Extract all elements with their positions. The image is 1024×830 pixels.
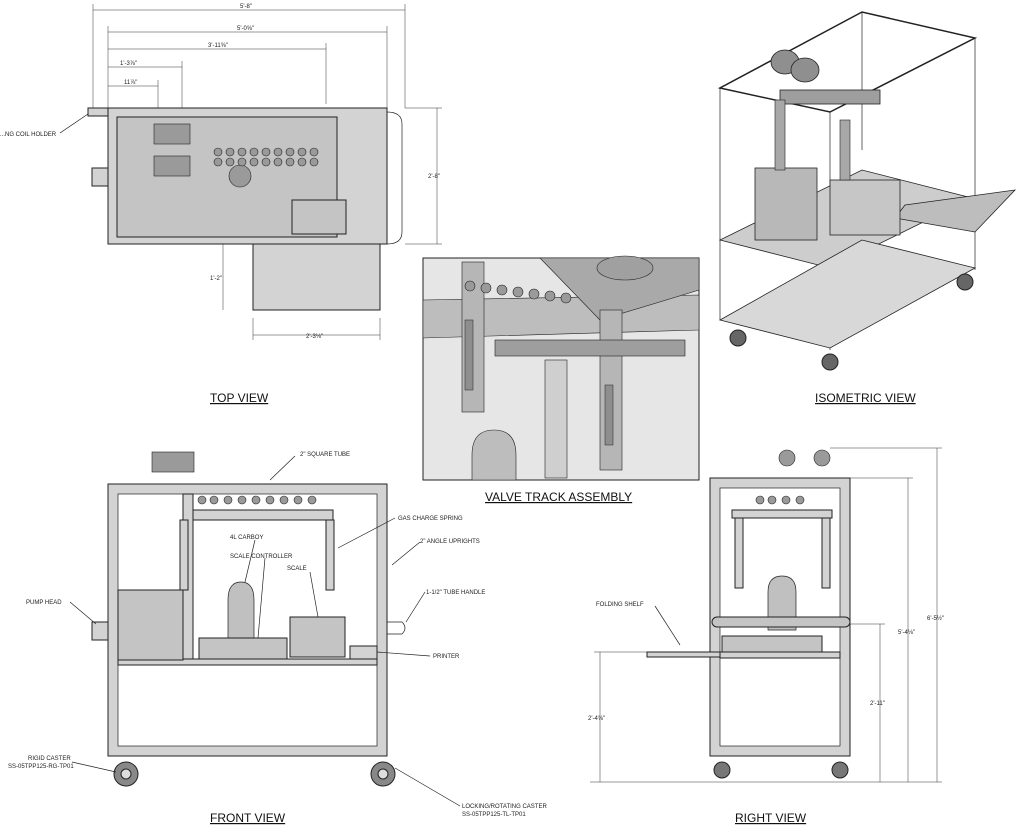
label-gas-spring: GAS CHARGE SPRING (398, 516, 463, 522)
top-pump-head (91, 167, 109, 187)
front-printer (349, 645, 378, 660)
label-coil-holder: ...NG COIL HOLDER (0, 132, 57, 138)
label-folding-shelf: FOLDING SHELF (596, 602, 644, 608)
label-tube-handle: 1-1/2" TUBE HANDLE (426, 590, 485, 596)
front-carboy (227, 581, 255, 639)
label-locking-caster-pn: SS-05TPP125-TL-TP01 (462, 812, 526, 818)
top-carboy (228, 164, 252, 188)
right-view: 6'-5½" 5'-4⅛" 2'-11" 2'-4⅝" FOLDING SHEL… (588, 447, 944, 825)
front-top-pump (151, 451, 195, 473)
front-valves (197, 495, 317, 505)
label-rigid-caster: RIGID CASTER (28, 756, 71, 762)
front-pump-box (117, 589, 184, 661)
dim-handle-height: 2'-11" (870, 701, 885, 707)
label-pump-head: PUMP HEAD (26, 600, 62, 606)
top-pump-1 (153, 123, 191, 145)
title-isometric-view: ISOMETRIC VIEW (815, 391, 916, 405)
iso-bottom-deck (718, 239, 977, 349)
right-folding-shelf (646, 651, 721, 658)
coil-holder (87, 107, 109, 117)
front-valve-track (192, 509, 334, 521)
front-scale-controller (198, 637, 288, 660)
top-view-dimensions: 5'-8" 5'-0⅝" 3'-11⅝" 1'-3⅞" 11⅞" 2'-8" 1… (92, 4, 442, 340)
title-top-view: TOP VIEW (210, 391, 269, 405)
dim-overall-width: 5'-8" (240, 4, 252, 10)
title-right-view: RIGHT VIEW (735, 811, 807, 825)
top-view: 5'-8" 5'-0⅝" 3'-11⅝" 1'-3⅞" 11⅞" 2'-8" 1… (0, 4, 442, 405)
dim-short-offset: 11⅞" (124, 80, 137, 86)
right-valves (755, 495, 805, 505)
front-scale (289, 616, 346, 658)
dim-pump-offset: 1'-3⅞" (120, 61, 137, 67)
label-square-tube: 2" SQUARE TUBE (300, 452, 350, 458)
top-folding-shelf (252, 243, 381, 311)
label-carboy: 4L CARBOY (230, 535, 263, 541)
dim-shelf-height: 2'-4⅝" (588, 716, 605, 722)
dim-valve-track: 3'-11⅝" (208, 43, 228, 49)
right-middle-shelf (719, 651, 841, 659)
right-pump-2 (813, 449, 831, 467)
iso-pump-box (754, 167, 818, 241)
dim-inner-width: 5'-0⅝" (237, 26, 254, 32)
label-angle-uprights: 2" ANGLE UPRIGHTS (420, 539, 480, 545)
dim-extension: 1'-2" (210, 276, 222, 282)
dim-depth: 2'-8" (428, 174, 440, 180)
front-view: 2" SQUARE TUBE GAS CHARGE SPRING 4L CARB… (8, 451, 547, 825)
label-scale: SCALE (287, 566, 307, 572)
title-front-view: FRONT VIEW (210, 811, 286, 825)
label-scale-controller: SCALE CONTROLLER (230, 554, 293, 560)
valve-track-view: VALVE TRACK ASSEMBLY (422, 255, 700, 504)
top-valve-row (213, 147, 319, 167)
right-base-unit (721, 635, 823, 653)
dim-frame-height: 5'-4⅛" (898, 630, 915, 636)
right-tube-handle (711, 616, 851, 628)
label-locking-caster: LOCKING/ROTATING CASTER (462, 804, 547, 810)
valve-track-carboy (471, 429, 517, 481)
top-pump-2 (153, 155, 191, 177)
valve-track-valves (464, 280, 572, 304)
front-tube-handle (387, 621, 406, 635)
dim-total-height: 6'-5½" (927, 615, 944, 622)
right-pump-1 (778, 449, 796, 467)
label-rigid-caster-pn: SS-05TPP125-RG-TP01 (8, 764, 74, 770)
top-printer (291, 199, 347, 235)
isometric-view: ISOMETRIC VIEW (717, 11, 1017, 405)
top-tube-handle (386, 111, 403, 245)
label-printer: PRINTER (433, 654, 460, 660)
dim-shelf-width: 2'-3⅛" (306, 334, 323, 340)
front-pump-head (91, 621, 109, 641)
title-valve-track: VALVE TRACK ASSEMBLY (485, 490, 632, 504)
